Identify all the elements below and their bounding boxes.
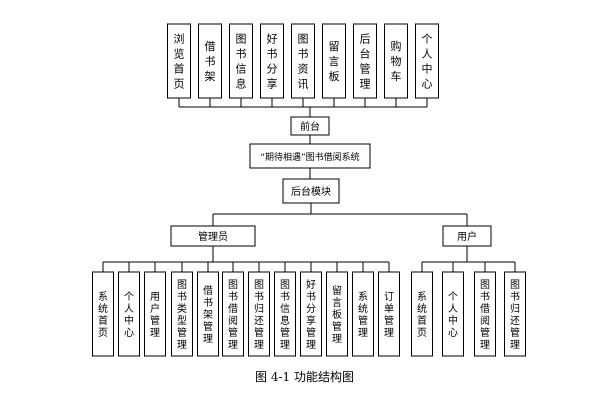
svg-text:好书分享管理: 好书分享管理 [306, 279, 316, 351]
svg-text:系统管理: 系统管理 [358, 291, 368, 339]
top-module-5: 图书资讯 [291, 23, 315, 99]
user-module-4: 图书归还管理 [504, 271, 526, 357]
figure-caption: 图 4-1 功能结构图 [255, 370, 354, 384]
svg-text:系统首页: 系统首页 [98, 291, 108, 339]
admin-module-5: 借书架管理 [197, 271, 219, 357]
admin-module-4: 图书类型管理 [171, 271, 193, 357]
top-module-9: 个人中心 [415, 23, 439, 99]
admin-module-8: 图书信息管理 [274, 271, 296, 357]
svg-text:图书信息: 图书信息 [236, 33, 247, 91]
svg-text:图书类型管理: 图书类型管理 [177, 279, 187, 351]
svg-text:系统首页: 系统首页 [417, 291, 427, 339]
svg-text:图书借阅管理: 图书借阅管理 [228, 279, 238, 351]
svg-text:图书信息管理: 图书信息管理 [280, 279, 290, 351]
svg-text:留言板: 留言板 [329, 40, 340, 83]
svg-text:个人中心: 个人中心 [124, 291, 134, 339]
admin-module-11: 系统管理 [352, 271, 374, 357]
front-node: 前台 [300, 120, 320, 133]
admin-module-7: 图书归还管理 [248, 271, 270, 357]
top-module-3: 图书信息 [229, 23, 253, 99]
top-module-6: 留言板 [322, 23, 346, 99]
admin-module-10: 留言板管理 [326, 271, 348, 357]
user-module-1: 系统首页 [411, 271, 433, 357]
svg-text:图书资讯: 图书资讯 [298, 33, 309, 91]
admin-module-9: 好书分享管理 [300, 271, 322, 357]
system-node: “期待相遇”图书借阅系统 [260, 151, 359, 163]
svg-text:图书归还管理: 图书归还管理 [254, 279, 264, 351]
svg-text:图书归还管理: 图书归还管理 [510, 279, 520, 351]
user-node: 用户 [457, 230, 477, 243]
svg-text:留言板管理: 留言板管理 [332, 284, 342, 345]
admin-node: 管理员 [198, 230, 228, 243]
top-module-2: 借书架 [198, 23, 222, 99]
admin-module-1: 系统首页 [92, 271, 114, 357]
svg-text:图书借阅管理: 图书借阅管理 [480, 279, 490, 351]
svg-text:后台管理: 后台管理 [360, 33, 371, 91]
top-module-8: 购物车 [384, 23, 408, 99]
svg-text:借书架管理: 借书架管理 [203, 285, 213, 345]
top-module-1: 浏览首页 [167, 23, 191, 99]
svg-text:用户管理: 用户管理 [150, 292, 160, 339]
admin-module-12: 订单管理 [378, 271, 400, 357]
user-module-3: 图书借阅管理 [474, 271, 496, 357]
svg-text:个人中心: 个人中心 [422, 33, 433, 91]
user-module-2: 个人中心 [442, 271, 464, 357]
svg-text:订单管理: 订单管理 [384, 291, 394, 339]
svg-text:借书架: 借书架 [205, 40, 216, 83]
svg-text:好书分享: 好书分享 [267, 32, 278, 91]
backend-node: 后台模块 [291, 185, 331, 198]
svg-text:购物车: 购物车 [391, 39, 402, 83]
admin-module-2: 个人中心 [118, 271, 140, 357]
top-module-4: 好书分享 [260, 23, 284, 99]
top-module-7: 后台管理 [353, 23, 377, 99]
svg-text:浏览首页: 浏览首页 [174, 32, 185, 91]
admin-module-3: 用户管理 [144, 271, 166, 357]
admin-module-6: 图书借阅管理 [222, 271, 244, 357]
svg-text:个人中心: 个人中心 [448, 291, 458, 339]
